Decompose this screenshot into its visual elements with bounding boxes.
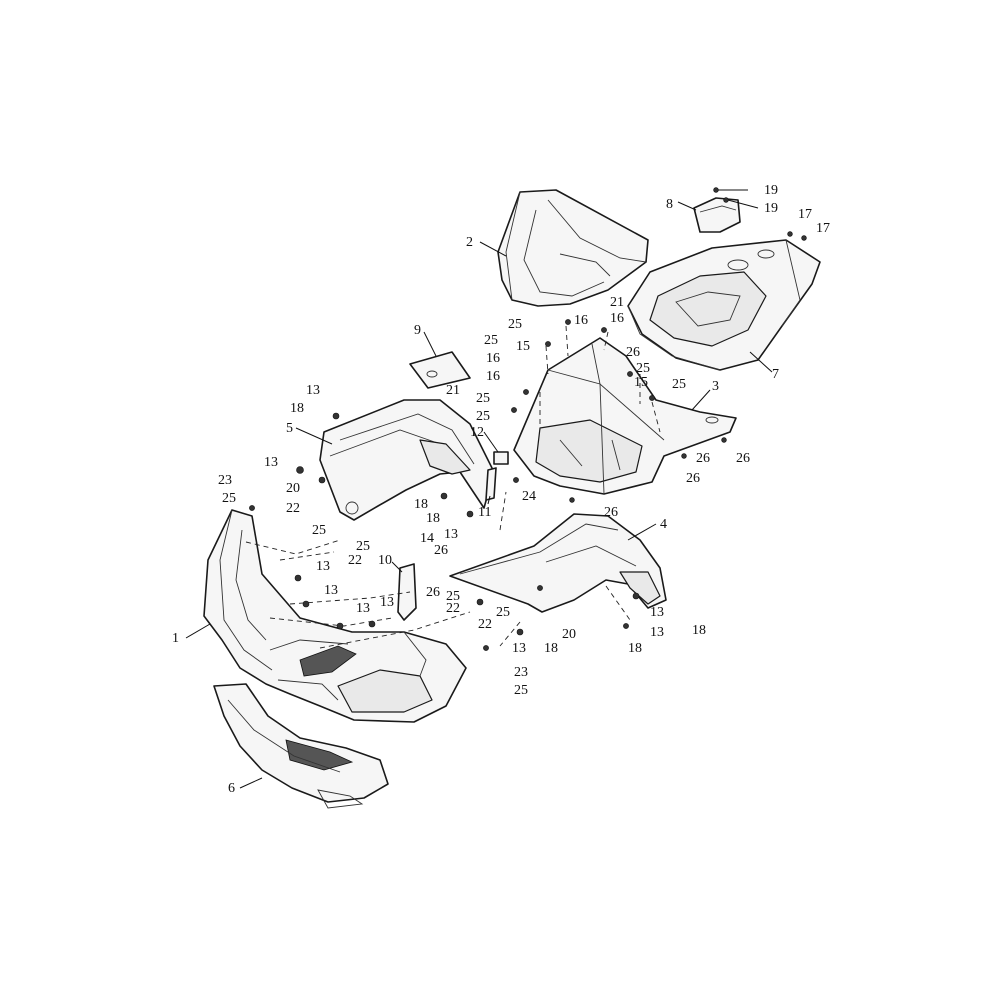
callout: 25 [496, 605, 510, 620]
callout: 12 [470, 425, 484, 440]
callout: 23 [218, 473, 232, 488]
callout: 26 [604, 505, 618, 520]
callout: 20 [562, 627, 576, 642]
part-12-clip [493, 451, 509, 465]
callout: 23 [514, 665, 528, 680]
callout: 5 [286, 421, 293, 436]
callout: 13 [650, 625, 664, 640]
callout-labels: 1 2 3 4 5 6 7 8 9 10 11 12 13 13 13 13 1… [172, 183, 830, 796]
callout: 25 [484, 333, 498, 348]
callout: 13 [324, 583, 338, 598]
part-9-plate [409, 351, 471, 389]
callout: 16 [486, 351, 500, 366]
callout: 2 [466, 235, 473, 250]
callout: 25 [476, 391, 490, 406]
callout: 17 [798, 207, 812, 222]
part-3-center-tray [513, 337, 737, 495]
callout: 13 [306, 383, 320, 398]
callout: 11 [478, 505, 491, 520]
callout: 13 [356, 601, 370, 616]
callout: 22 [348, 553, 362, 568]
callout: 1 [172, 631, 179, 646]
part-7-rear-cover [627, 239, 821, 371]
part-2-top-cover [497, 189, 649, 307]
callout: 25 [672, 377, 686, 392]
callout: 18 [692, 623, 706, 638]
callout: 16 [574, 313, 588, 328]
part-5-left-fender [319, 399, 495, 521]
callout: 25 [636, 361, 650, 376]
callout: 26 [696, 451, 710, 466]
callout: 19 [764, 201, 778, 216]
callout: 25 [514, 683, 528, 698]
leader-lines [185, 189, 773, 789]
callout: 8 [666, 197, 673, 212]
callout: 13 [316, 559, 330, 574]
part-4-right-fender [449, 513, 667, 613]
callout: 19 [764, 183, 778, 198]
callout: 15 [634, 375, 648, 390]
callout: 16 [486, 369, 500, 384]
callout: 21 [610, 295, 624, 310]
callout: 18 [544, 641, 558, 656]
part-1-front-cover [203, 509, 467, 723]
callout: 25 [356, 539, 370, 554]
part-6-lower-bumper [213, 683, 389, 809]
callout: 9 [414, 323, 421, 338]
fasteners [249, 187, 807, 651]
callout: 25 [312, 523, 326, 538]
callout: 26 [426, 585, 440, 600]
callout: 25 [222, 491, 236, 506]
callout: 26 [686, 471, 700, 486]
callout: 20 [286, 481, 300, 496]
callout: 18 [414, 497, 428, 512]
part-11-strut [485, 467, 497, 501]
callout: 22 [446, 601, 460, 616]
callout: 13 [650, 605, 664, 620]
callout: 13 [380, 595, 394, 610]
callout: 6 [228, 781, 235, 796]
callout: 25 [476, 409, 490, 424]
callout: 18 [290, 401, 304, 416]
callout: 21 [446, 383, 460, 398]
assembly-lines [245, 325, 661, 649]
callout: 4 [660, 517, 667, 532]
callout: 18 [628, 641, 642, 656]
callout: 3 [712, 379, 719, 394]
callout: 24 [522, 489, 536, 504]
callout: 25 [508, 317, 522, 332]
callout: 26 [434, 543, 448, 558]
callout: 22 [478, 617, 492, 632]
callout: 10 [378, 553, 392, 568]
callout: 14 [420, 531, 434, 546]
callout: 13 [512, 641, 526, 656]
callout: 26 [626, 345, 640, 360]
part-8-cap [693, 197, 741, 233]
callout: 22 [286, 501, 300, 516]
callout: 17 [816, 221, 830, 236]
callout: 13 [444, 527, 458, 542]
callout: 13 [264, 455, 278, 470]
callout: 7 [772, 367, 779, 382]
callout: 18 [426, 511, 440, 526]
callout: 26 [736, 451, 750, 466]
callout: 16 [610, 311, 624, 326]
callout: 15 [516, 339, 530, 354]
callout: 25 [446, 589, 460, 604]
